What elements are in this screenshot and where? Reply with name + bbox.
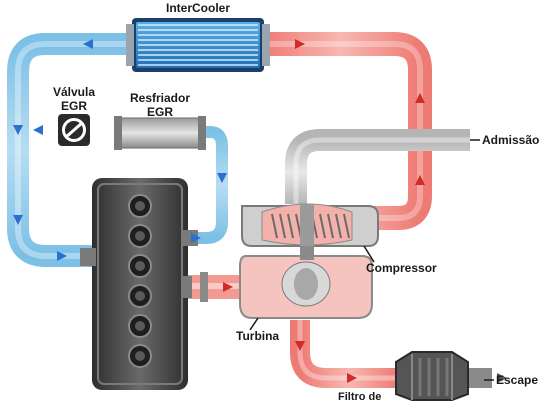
flow-arrow-left: [33, 125, 43, 135]
flow-arrow-right: [223, 282, 233, 292]
flow-arrow-left: [83, 39, 93, 49]
compressor-blade: [327, 213, 334, 239]
compressor-housing: [241, 203, 379, 248]
flow-arrow-right: [497, 373, 507, 383]
flow-arrow-up: [415, 175, 425, 185]
flow-arrow-down: [13, 125, 23, 135]
flow-arrow-down: [13, 215, 23, 225]
exhaust-label: Escape: [496, 373, 538, 387]
turbine-label: Turbina: [236, 329, 279, 343]
flow-arrow-right: [295, 39, 305, 49]
particulate-filter: [395, 351, 469, 401]
flow-arrow-down: [295, 341, 305, 351]
intake-label: Admissão: [482, 133, 539, 147]
intake-pipe: [285, 129, 470, 204]
compressor-blade: [343, 213, 350, 239]
cylinder-center: [135, 261, 145, 271]
compressor-blade: [335, 213, 342, 239]
compressor-blade: [279, 213, 286, 239]
egr-cooler: [114, 116, 206, 150]
leader-lines: [249, 139, 494, 381]
flow-arrows: [13, 39, 507, 383]
engine-cylinders: [128, 194, 152, 368]
flow-arrow-right: [347, 373, 357, 383]
intercooler: [126, 18, 270, 72]
intercooler-label: InterCooler: [166, 1, 230, 15]
egr-valve-label-line1: Válvula: [53, 85, 95, 99]
cylinder-center: [135, 321, 145, 331]
flow-arrow-up: [415, 93, 425, 103]
flow-arrow-right: [191, 233, 201, 243]
engine-block: [80, 178, 198, 390]
egr-cooler-label-line2: EGR: [147, 105, 173, 119]
intercooler-fins: [138, 24, 258, 66]
egr-valve-label-line2: EGR: [61, 99, 87, 113]
flow-arrow-down: [217, 173, 227, 183]
cylinder-center: [135, 291, 145, 301]
exhaust-downpipe: [290, 320, 492, 388]
cylinder-center: [135, 201, 145, 211]
cylinder-center: [135, 351, 145, 361]
compressor-label: Compressor: [366, 261, 437, 275]
cylinder-center: [135, 231, 145, 241]
compressor-blade: [319, 213, 326, 239]
egr-cooler-label-line1: Resfriador: [130, 91, 190, 105]
compressor-blade: [271, 213, 278, 239]
turbine-housing: [239, 246, 373, 319]
flow-arrow-right: [57, 251, 67, 261]
filter-ribs: [418, 358, 449, 396]
cold-intake-pipe: [7, 33, 133, 267]
compressor-blade: [287, 213, 294, 239]
filter-label: Filtro de: [338, 391, 381, 401]
egr-valve: [58, 114, 90, 146]
